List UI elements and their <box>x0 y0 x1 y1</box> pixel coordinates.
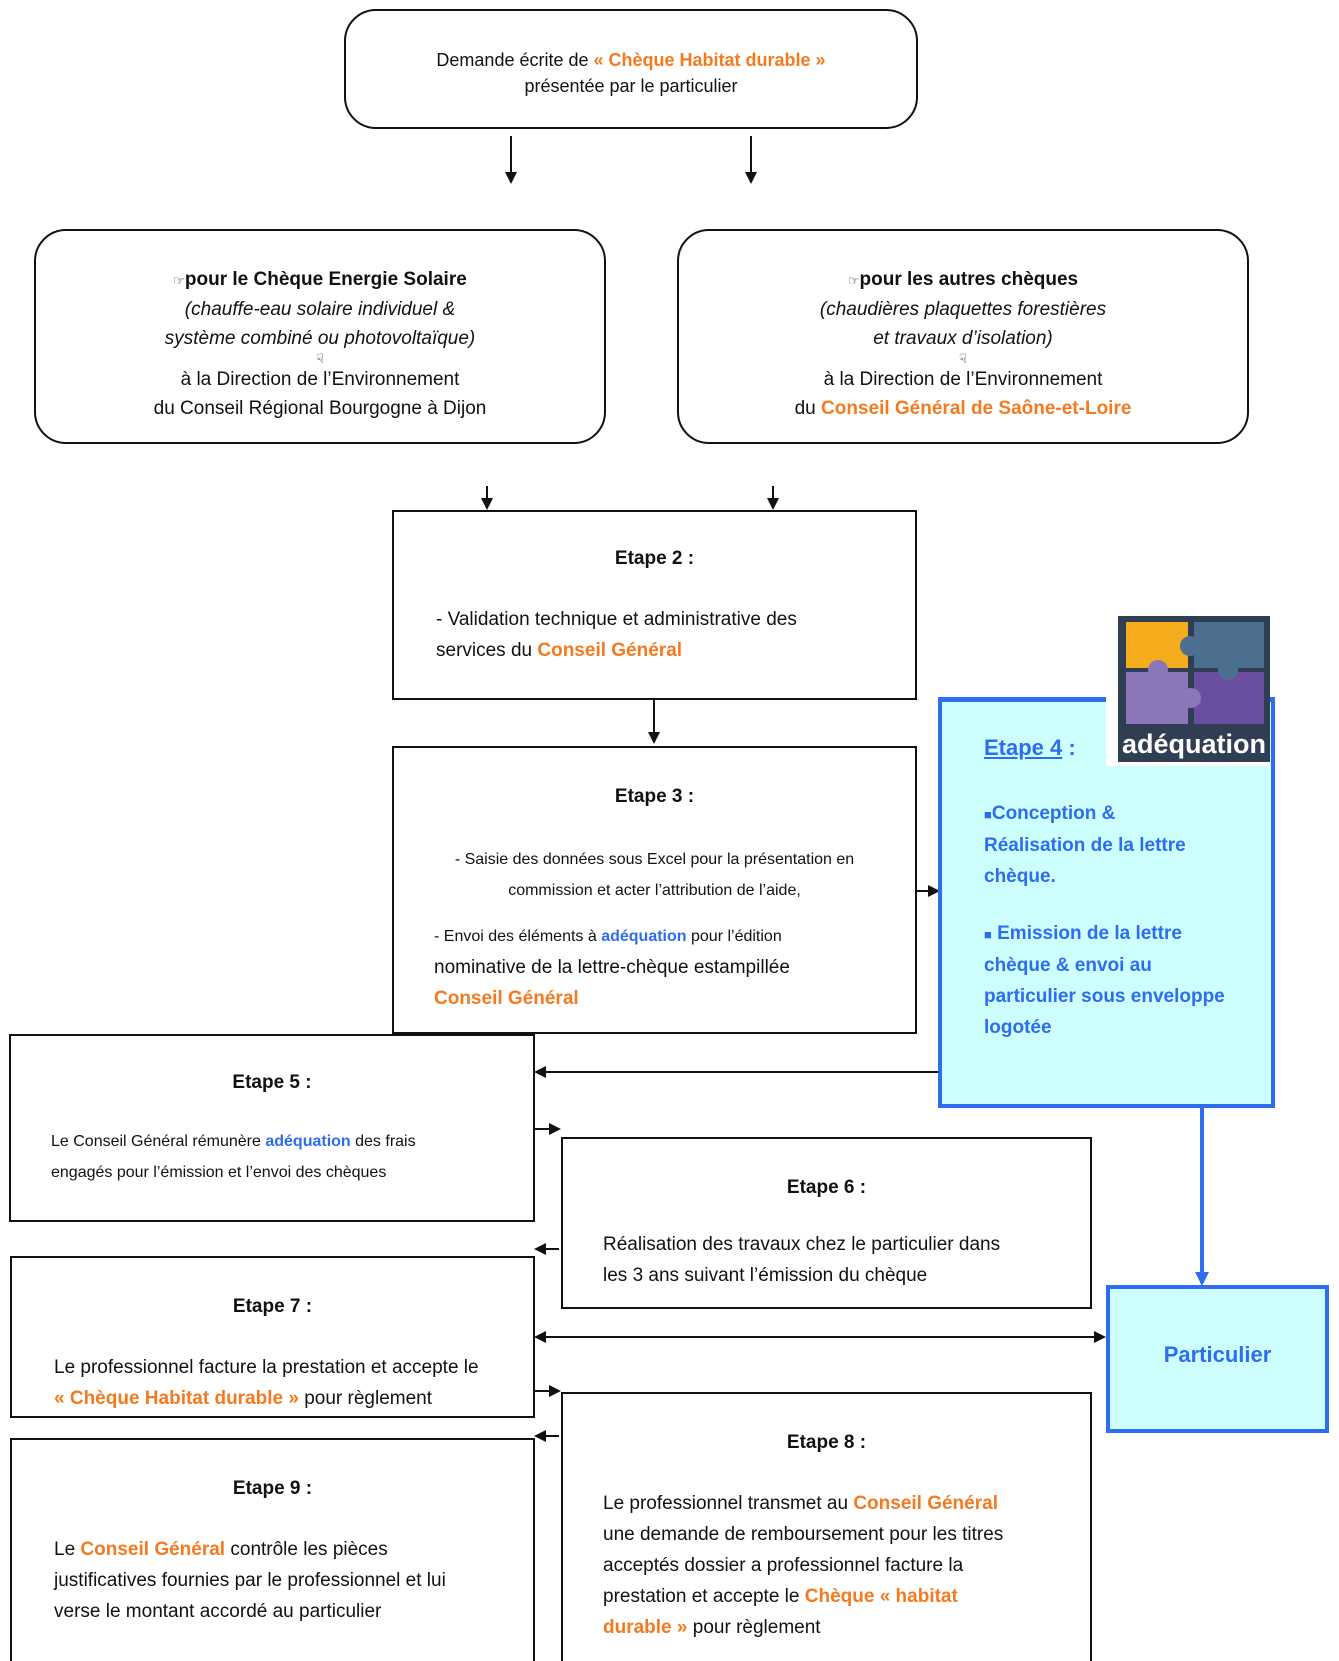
request-subline: présentée par le particulier <box>524 76 738 96</box>
left-branch-dest1: à la Direction de l’Environnement <box>180 369 460 390</box>
etape9-title: Etape 9 : <box>232 1478 313 1499</box>
etape5-box: Etape 5 : Le Conseil Général rémunère ad… <box>9 1034 535 1222</box>
cheque-habitat-durable-label: « Chèque Habitat durable » <box>593 50 826 70</box>
etape5-line2: engagés pour l’émission et l’envoi des c… <box>51 1164 387 1181</box>
etape3-box: Etape 3 : - Saisie des données sous Exce… <box>392 746 917 1034</box>
pointing-down-icon: ☟ <box>959 351 967 366</box>
etape7-line1: Le professionnel facture la prestation e… <box>54 1357 479 1378</box>
etape2-line2: services du <box>436 640 538 661</box>
etape2-line1: - Validation technique et administrative… <box>436 609 797 630</box>
etape8-line3: acceptés dossier a professionnel facture… <box>603 1555 964 1576</box>
etape7-box: Etape 7 : Le professionnel facture la pr… <box>10 1256 535 1418</box>
bullet-icon: ■ <box>984 807 992 822</box>
etape4-item2-l2: chèque & envoi au <box>984 955 1152 976</box>
conseil-general-label: Conseil Général <box>80 1539 226 1560</box>
pointing-hand-icon: ☞ <box>173 273 185 288</box>
left-branch-title: pour le Chèque Energie Solaire <box>184 269 467 290</box>
right-branch-dest1: à la Direction de l’Environnement <box>823 369 1103 390</box>
logo-text: adéquation <box>1121 729 1266 759</box>
etape3-line2: commission et acter l’attribution de l’a… <box>508 882 801 899</box>
left-branch-dest2: du Conseil Régional Bourgogne à Dijon <box>153 398 487 419</box>
etape3-line1: - Saisie des données sous Excel pour la … <box>454 851 855 868</box>
etape9-line1: Le <box>54 1539 81 1560</box>
etape8-line5-end: pour règlement <box>687 1617 821 1638</box>
particulier-box: Particulier <box>1106 1285 1329 1433</box>
etape6-line2: les 3 ans suivant l’émission du chèque <box>603 1265 928 1286</box>
etape2-box: Etape 2 : - Validation technique et admi… <box>392 510 917 700</box>
durable-label: durable » <box>603 1617 688 1638</box>
etape4-item1-l1: Conception & <box>991 803 1116 824</box>
etape9-line2: justificatives fournies par le professio… <box>54 1570 446 1591</box>
etape4-item2-l3: particulier sous enveloppe <box>984 986 1225 1007</box>
etape9-line3: verse le montant accordé au particulier <box>54 1601 382 1622</box>
etape8-line1: Le professionnel transmet au <box>603 1493 854 1514</box>
etape8-title: Etape 8 : <box>786 1432 867 1453</box>
conseil-general-label: Conseil Général <box>434 988 579 1009</box>
etape8-line4: prestation et accepte le <box>603 1586 805 1607</box>
etape4-item2-l1: Emission de la lettre <box>991 923 1182 944</box>
etape4-item2-l4: logotée <box>984 1017 1052 1038</box>
etape8-box: Etape 8 : Le professionnel transmet au C… <box>561 1392 1092 1661</box>
etape3-line3-end: pour l’édition <box>686 928 782 945</box>
right-branch-box: ☞pour les autres chèques (chaudières pla… <box>677 229 1249 444</box>
conseil-general-label: Conseil Général <box>537 640 683 661</box>
etape8-line2: une demande de remboursement pour les ti… <box>603 1524 1004 1545</box>
conseil-general-saone-label: Conseil Général de Saône-et-Loire <box>821 398 1132 419</box>
etape5-line1: Le Conseil Général rémunère <box>51 1133 266 1150</box>
right-branch-sub1: (chaudières plaquettes forestières <box>819 299 1107 320</box>
puzzle-icon <box>1126 622 1264 724</box>
etape4-title-suffix: : <box>1062 735 1076 760</box>
cheque-habitat-label: Chèque « habitat <box>804 1586 958 1607</box>
etape2-title: Etape 2 : <box>614 548 695 569</box>
adequation-label: adéquation <box>265 1133 351 1150</box>
adequation-logo: adéquation <box>1106 616 1270 766</box>
etape6-line1: Réalisation des travaux chez le particul… <box>603 1234 1001 1255</box>
right-branch-sub2: et travaux d’isolation) <box>873 328 1053 349</box>
etape9-box: Etape 9 : Le Conseil Général contrôle le… <box>10 1438 535 1661</box>
adequation-label: adéquation <box>601 928 687 945</box>
conseil-general-label: Conseil Général <box>853 1493 998 1514</box>
etape3-line3: - Envoi des éléments à <box>434 928 602 945</box>
cheque-habitat-durable-label: « Chèque Habitat durable » <box>54 1388 299 1409</box>
left-branch-sub1: (chauffe-eau solaire individuel & <box>184 299 456 320</box>
etape3-line4: nominative de la lettre-chèque estampill… <box>434 957 790 978</box>
pointing-hand-icon: ☞ <box>847 273 860 288</box>
left-branch-box: ☞pour le Chèque Energie Solaire (chauffe… <box>34 229 606 444</box>
request-label: Demande écrite de <box>436 50 594 70</box>
etape5-line1-end: des frais <box>350 1133 416 1150</box>
right-branch-dest2-prefix: du <box>794 398 821 419</box>
etape6-box: Etape 6 : Réalisation des travaux chez l… <box>561 1137 1092 1309</box>
etape7-title: Etape 7 : <box>232 1296 313 1317</box>
etape5-title: Etape 5 : <box>232 1072 312 1093</box>
etape4-item1-l3: chèque. <box>984 866 1056 887</box>
request-box: Demande écrite de « Chèque Habitat durab… <box>344 9 918 129</box>
bullet-icon: ■ <box>984 927 992 942</box>
etape6-title: Etape 6 : <box>786 1177 867 1198</box>
etape4-item1-l2: Réalisation de la lettre <box>984 835 1186 856</box>
pointing-down-icon: ☟ <box>316 351 324 366</box>
etape3-title: Etape 3 : <box>614 786 695 807</box>
etape9-line1-end: contrôle les pièces <box>225 1539 388 1560</box>
etape4-title: Etape 4 <box>984 735 1063 760</box>
etape7-line2-end: pour règlement <box>298 1388 433 1409</box>
left-branch-sub2: système combiné ou photovoltaïque) <box>164 328 476 349</box>
right-branch-title: pour les autres chèques <box>859 269 1079 290</box>
particulier-label: Particulier <box>1163 1342 1272 1367</box>
